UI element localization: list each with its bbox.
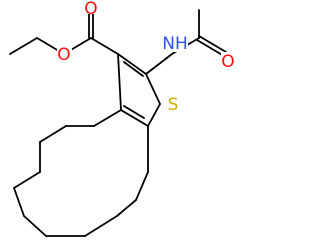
bond-ring-1 [93,109,122,127]
molecule-structure: O O NH O S [9,0,236,237]
bond-c7a-c3a-outer [120,109,149,127]
bond-c7a-c3a-inner [123,105,145,119]
amide-carbonyl-oxygen-label: O [221,52,234,72]
bond-c2-s [145,73,161,105]
bond-ring-7 [23,215,47,237]
bond-ring-11 [135,171,149,201]
bond-c3-c2-outer [117,53,147,75]
thiophene-sulfur-label: S [168,95,179,115]
bond-s-c7a [147,103,161,127]
bond-layer [9,9,227,237]
bond-ring-9 [84,215,118,237]
ester-oxygen-label: O [57,45,70,65]
bond-ethyl-ch3-ch2 [9,37,38,55]
bond-amide-double-1 [198,35,227,53]
bond-carbonyl-ring [90,37,119,55]
amide-nitrogen-label: NH [162,34,188,54]
bond-ring-3 [39,125,67,143]
bond-ring-10 [116,199,137,217]
ester-carbonyl-oxygen-label: O [84,0,97,19]
bond-c2-n [145,53,173,75]
atom-label-layer: O O NH O S [57,0,236,115]
bond-ring-5 [13,171,41,189]
bond-c3a-c3 [117,53,122,111]
bond-ring-6 [13,187,25,217]
bond-c3-c2-inner [123,61,144,77]
bond-amide-double-2 [196,39,225,57]
